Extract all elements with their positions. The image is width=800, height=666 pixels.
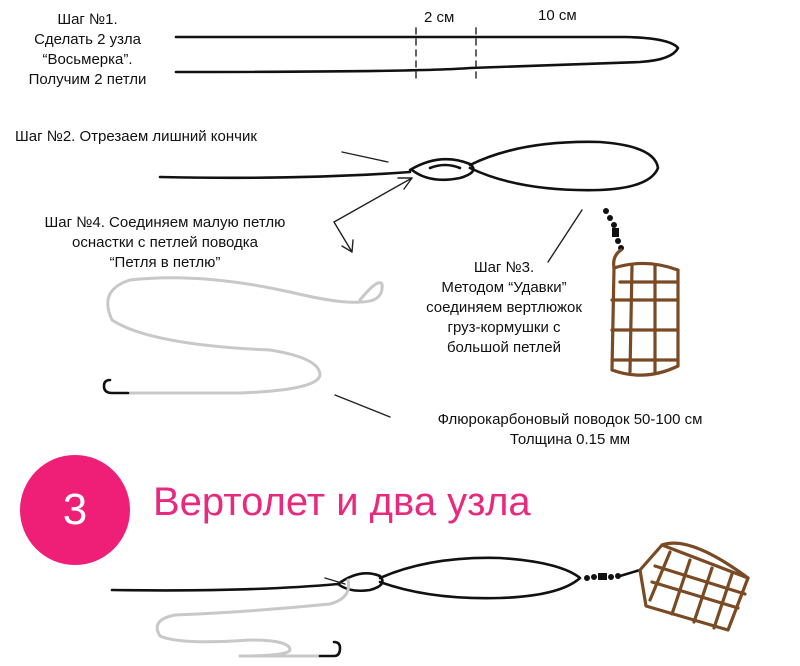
step2-line-with-loops <box>158 140 660 192</box>
fluorocarbon-leader <box>102 276 384 395</box>
step4-arrows <box>333 177 413 253</box>
feeder-icon <box>603 208 680 377</box>
step3-text: Шаг №3. Методом “Удавки” соединяем вертл… <box>426 259 582 356</box>
hook-icon <box>102 378 130 395</box>
helicopter-rig <box>110 541 750 658</box>
leader-note-pointer <box>334 394 391 418</box>
dimension-long-label: 10 см <box>538 7 577 24</box>
feeder-icon <box>638 541 750 632</box>
step4-text: Шаг №4. Соединяем малую петлю оснастки с… <box>44 214 286 271</box>
step1-text: Шаг №1. Сделать 2 узла “Восьмерка”. Полу… <box>28 11 147 88</box>
hook-icon <box>318 640 342 658</box>
dimension-short-label: 2 см <box>424 9 455 26</box>
section-number-badge: 3 <box>20 455 130 565</box>
section-title: Вертолет и два узла <box>153 480 531 524</box>
swivel-icon <box>584 568 642 581</box>
swivel-icon <box>603 208 624 251</box>
step3-pointer <box>547 209 583 263</box>
step1-doubled-line <box>174 27 680 83</box>
step2-text: Шаг №2. Отрезаем лишний кончик <box>15 128 257 145</box>
leader-note: Флюрокарбоновый поводок 50-100 см Толщин… <box>437 411 703 448</box>
